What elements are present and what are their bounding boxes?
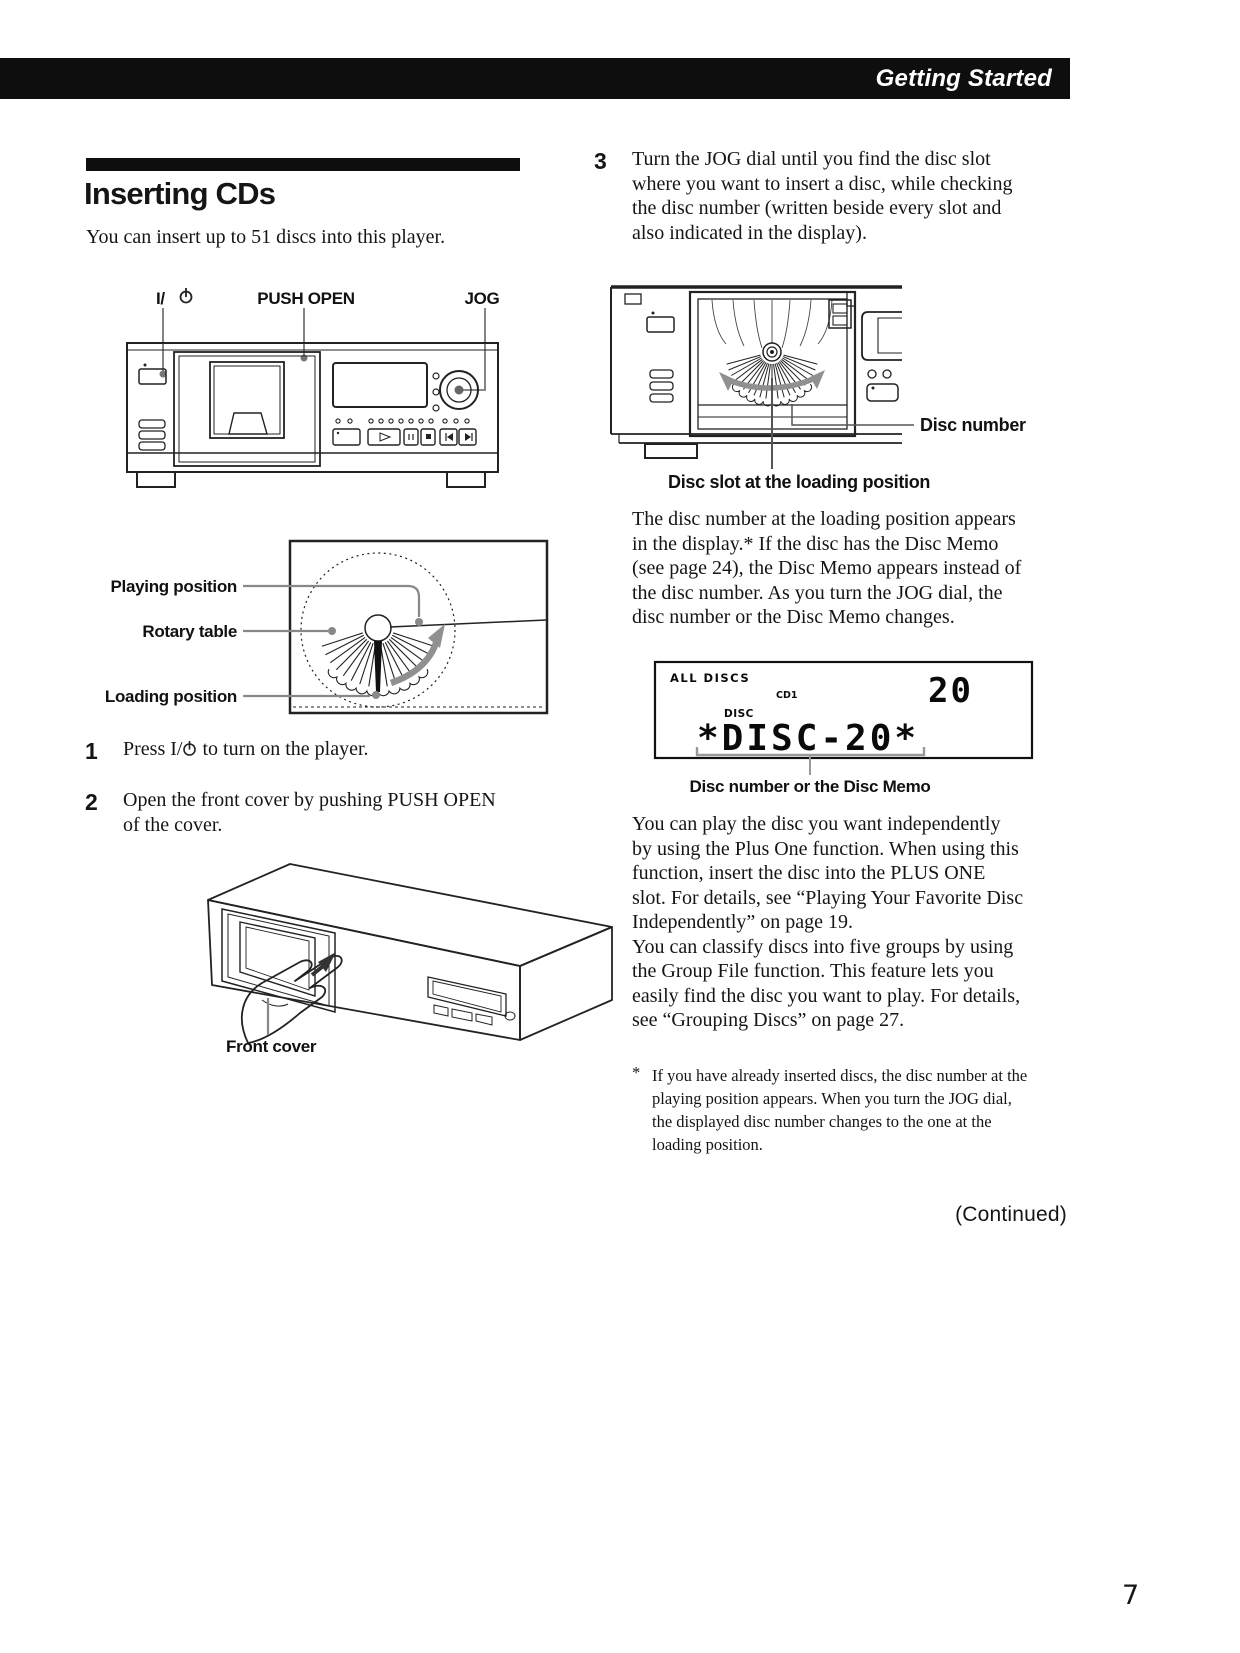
figure-rotary-table: Playing position Rotary table Loading po…: [105, 539, 549, 715]
playing-position-label: Playing position: [111, 577, 238, 596]
disc-number-leader: [791, 404, 914, 426]
display-cd1: CD1: [776, 690, 797, 701]
display-window: [332, 362, 428, 408]
stop-icon: [426, 434, 431, 439]
leader-dot: [159, 370, 167, 378]
section-intro: You can insert up to 51 discs into this …: [86, 226, 446, 248]
pause-icon: [408, 434, 414, 440]
indicator-buttons: [432, 372, 440, 412]
rotation-arrow: [389, 638, 441, 687]
push-arrow: [310, 952, 336, 977]
rotary-hub: [364, 614, 392, 642]
leader-lines: [162, 308, 486, 391]
power-button: [138, 363, 167, 385]
rotary-table-label: Rotary table: [142, 622, 237, 641]
disc-slot-label: Disc slot at the loading position: [668, 472, 930, 492]
display-number: 20: [928, 671, 973, 711]
power-button: [646, 311, 675, 333]
power-icon: [182, 739, 197, 764]
front-cover-label: Front cover: [226, 1037, 317, 1056]
section-rule: [86, 158, 520, 171]
next-icon: [465, 433, 473, 441]
chassis: [610, 285, 902, 459]
prev-icon: [445, 433, 453, 441]
section-title: Inserting CDs: [84, 176, 276, 211]
power-icon: [179, 288, 193, 304]
rotary-dotted-circle: [300, 552, 456, 708]
front-cover-door: [173, 351, 321, 467]
page-number: 7: [1122, 1580, 1140, 1611]
side-button: [866, 383, 899, 402]
hand-detail: [261, 999, 289, 1007]
display-memo: *DISC-20*: [697, 718, 919, 759]
rotary-hub: [762, 342, 782, 362]
display-caption: Disc number or the Disc Memo: [690, 777, 931, 796]
step3-text: Turn the JOG dial until you find the dis…: [632, 148, 1013, 244]
figure-display: ALL DISCS 20 CD1 DISC *DISC-20* Disc num…: [653, 660, 1034, 796]
power-label: I/: [156, 289, 165, 308]
button-dot: [336, 431, 340, 435]
front-display: [427, 976, 516, 1026]
display-frame: [653, 660, 1034, 760]
display-all-discs: ALL DISCS: [670, 671, 750, 685]
front-cover-door: [221, 908, 336, 1013]
step1-text: Press I/ to turn on the player.: [123, 737, 523, 764]
footnote-mark: *: [632, 1063, 641, 1082]
step1-number: 1: [85, 738, 98, 764]
curtain-lines: [711, 299, 833, 349]
chassis: [126, 342, 499, 473]
paragraph-plus-one: You can play the disc you want independe…: [632, 812, 1024, 1033]
step2-text: Open the front cover by pushing PUSH OPE…: [123, 789, 496, 836]
plus-one-slot: [828, 291, 856, 329]
jog-dial: [439, 370, 479, 410]
continued-note: (Continued): [955, 1203, 1067, 1226]
disc-number-label: Disc number: [920, 415, 1026, 435]
paragraph-plus-one-b: You can classify discs into five groups …: [632, 935, 1021, 1032]
hand: [240, 955, 343, 1044]
left-keys: [649, 369, 674, 403]
step2-number: 2: [85, 789, 98, 815]
figure-open-player: Disc number Disc slot at the loading pos…: [610, 285, 1026, 492]
loading-slot: [374, 641, 382, 692]
leader-dot: [328, 627, 336, 635]
foot: [136, 471, 176, 488]
loading-position-label: Loading position: [105, 687, 237, 706]
indicator-buttons: [867, 369, 892, 379]
player-body: [207, 863, 613, 1041]
display-disc: DISC: [724, 708, 754, 720]
play-icon: [379, 432, 392, 442]
button-dots: [335, 418, 470, 424]
push-open-label: PUSH OPEN: [257, 289, 354, 308]
playing-position-line: [389, 619, 547, 628]
figure-front-panel: I/ PUSH OPEN JOG: [126, 288, 500, 488]
jog-label: JOG: [464, 289, 499, 308]
diagram-frame: [288, 539, 549, 715]
disc-slots-fan: [321, 632, 435, 687]
leader-dot: [372, 691, 380, 699]
foot: [446, 471, 486, 488]
figure-front-cover: Front cover: [207, 863, 613, 1056]
display-window: [861, 311, 902, 361]
header-band: Getting Started: [0, 58, 1070, 99]
transport-buttons: [332, 428, 477, 446]
rotary-leaders: [243, 584, 421, 698]
footnote-text: If you have already inserted discs, the …: [652, 1066, 1028, 1154]
rotation-arrow-head: [428, 624, 445, 648]
paragraph-plus-one-a: You can play the disc you want independe…: [632, 813, 1024, 933]
left-keys: [138, 419, 166, 451]
header-title: Getting Started: [875, 64, 1052, 92]
paragraph-disc-number: The disc number at the loading position …: [632, 508, 1022, 628]
step3-number: 3: [594, 148, 607, 174]
leader-dot: [415, 618, 423, 626]
